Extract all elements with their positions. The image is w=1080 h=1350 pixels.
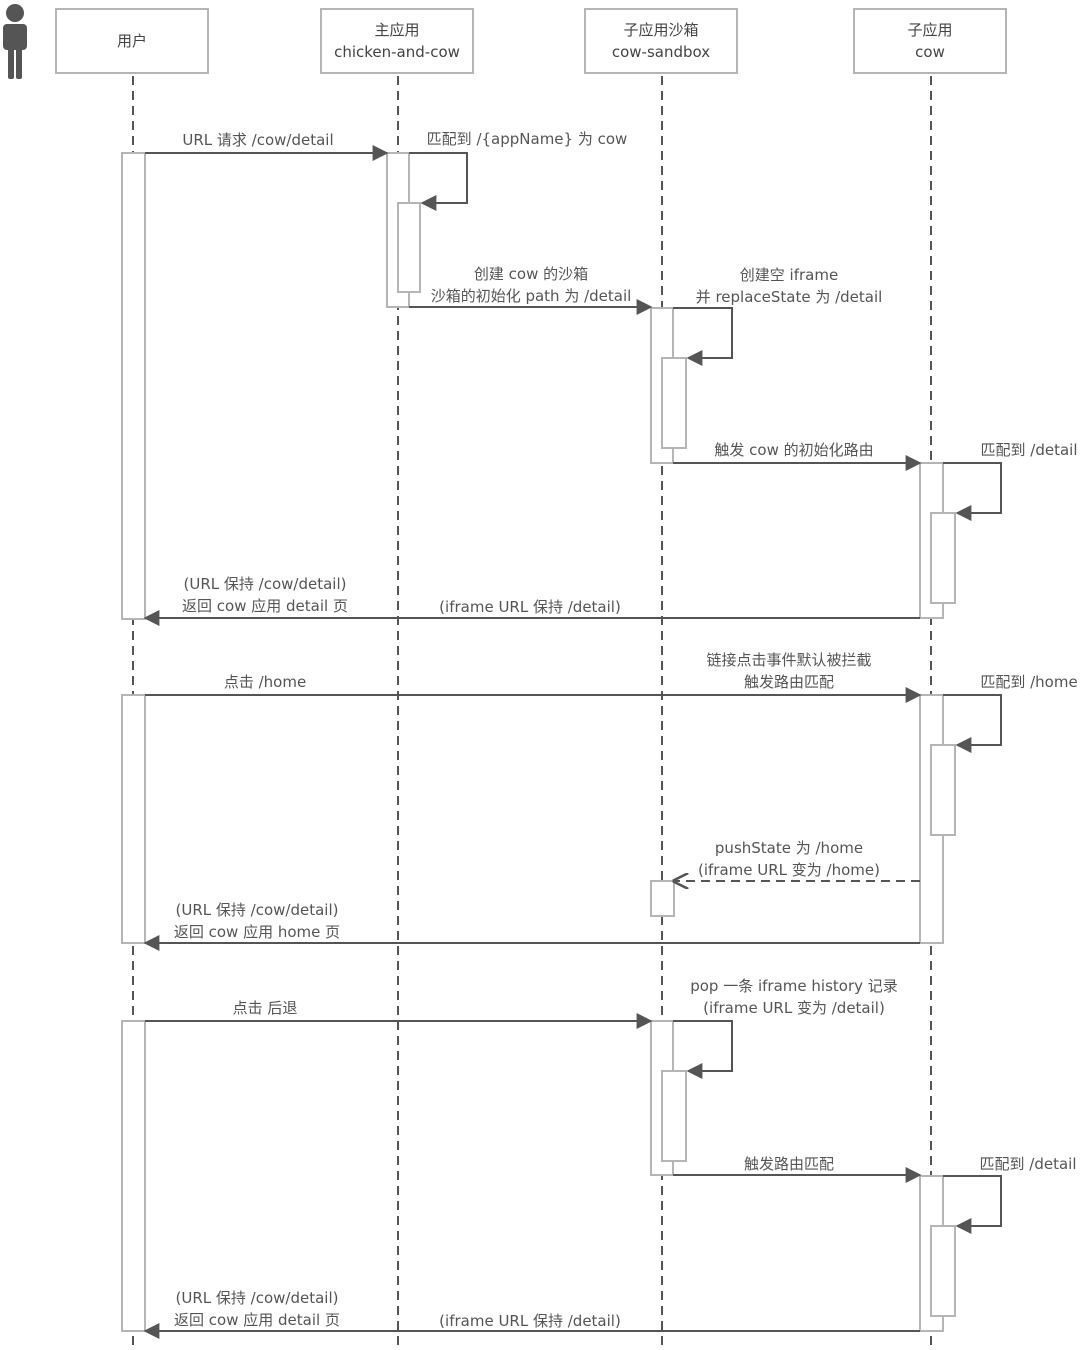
label-trigger-match: 触发路由匹配 [743, 1155, 835, 1173]
label-pushstate-2: (iframe URL 变为 /home) [698, 861, 880, 879]
arrow-self-sandbox-iframe [673, 307, 733, 366]
arrow-self-sub-match-detail-2 [943, 1175, 1002, 1234]
label-match-home: 匹配到 /home [980, 673, 1078, 691]
participant-title: 子应用 [907, 21, 953, 39]
activation-main-1b [397, 202, 421, 293]
label-return3-line2: 返回 cow 应用 detail 页 [174, 1311, 340, 1329]
label-pop-1: pop 一条 iframe history 记录 [690, 977, 898, 995]
label-create-sandbox-1: 创建 cow 的沙箱 [473, 265, 589, 283]
arrow-self-sub-match-home [943, 694, 1002, 753]
label-return1-line2: 返回 cow 应用 detail 页 [182, 597, 348, 615]
label-match-detail-2: 匹配到 /detail [979, 1155, 1077, 1173]
arrow-self-sandbox-pop [673, 1020, 733, 1079]
label-intercept-2: 触发路由匹配 [743, 673, 835, 691]
label-trigger-init-route: 触发 cow 的初始化路由 [714, 441, 874, 459]
participant-subtitle: chicken-and-cow [334, 43, 460, 61]
participant-subtitle: cow [915, 43, 945, 61]
label-return1-line1: (URL 保持 /cow/detail) [183, 575, 347, 593]
label-match-detail-1: 匹配到 /detail [980, 441, 1078, 459]
label-intercept-1: 链接点击事件默认被拦截 [706, 651, 872, 669]
activation-sandbox-2 [650, 880, 675, 917]
label-return3-line1: (URL 保持 /cow/detail) [175, 1289, 339, 1307]
label-return2-line2: 返回 cow 应用 home 页 [173, 923, 341, 941]
label-return2-line1: (URL 保持 /cow/detail) [175, 901, 339, 919]
participant-main-app: 主应用 chicken-and-cow [320, 8, 474, 74]
activation-user-3 [121, 1020, 146, 1332]
label-click-home: 点击 /home [223, 673, 307, 691]
participant-user: 用户 [55, 8, 209, 74]
participant-title: 子应用沙箱 [623, 21, 699, 39]
activation-sub-3b [930, 1225, 956, 1317]
person-icon [3, 4, 27, 79]
participant-title: 用户 [116, 32, 147, 50]
activation-sub-2b [930, 744, 956, 836]
activation-sandbox-1b [661, 357, 687, 449]
label-url-request: URL 请求 /cow/detail [182, 131, 334, 149]
activation-sandbox-3b [661, 1070, 687, 1162]
participant-subtitle: cow-sandbox [611, 43, 711, 61]
label-pop-2: (iframe URL 变为 /detail) [703, 999, 885, 1017]
activation-user-1 [121, 152, 146, 620]
label-create-sandbox-2: 沙箱的初始化 path 为 /detail [430, 287, 632, 305]
arrow-self-main-match [409, 152, 468, 211]
activation-sub-1b [930, 512, 956, 604]
label-iframe-keep-1: (iframe URL 保持 /detail) [439, 598, 621, 616]
label-click-back: 点击 后退 [232, 999, 298, 1017]
arrow-self-sub-match-detail [943, 462, 1002, 521]
label-match-appname: 匹配到 /{appName} 为 cow [426, 130, 628, 148]
label-iframe-keep-2: (iframe URL 保持 /detail) [439, 1312, 621, 1330]
participant-sandbox: 子应用沙箱 cow-sandbox [584, 8, 738, 74]
label-create-iframe-2: 并 replaceState 为 /detail [695, 288, 883, 306]
label-pushstate-1: pushState 为 /home [714, 839, 864, 857]
participant-title: 主应用 [374, 21, 420, 39]
activation-user-2 [121, 694, 146, 944]
label-create-iframe-1: 创建空 iframe [739, 266, 839, 284]
participant-sub-app: 子应用 cow [853, 8, 1007, 74]
